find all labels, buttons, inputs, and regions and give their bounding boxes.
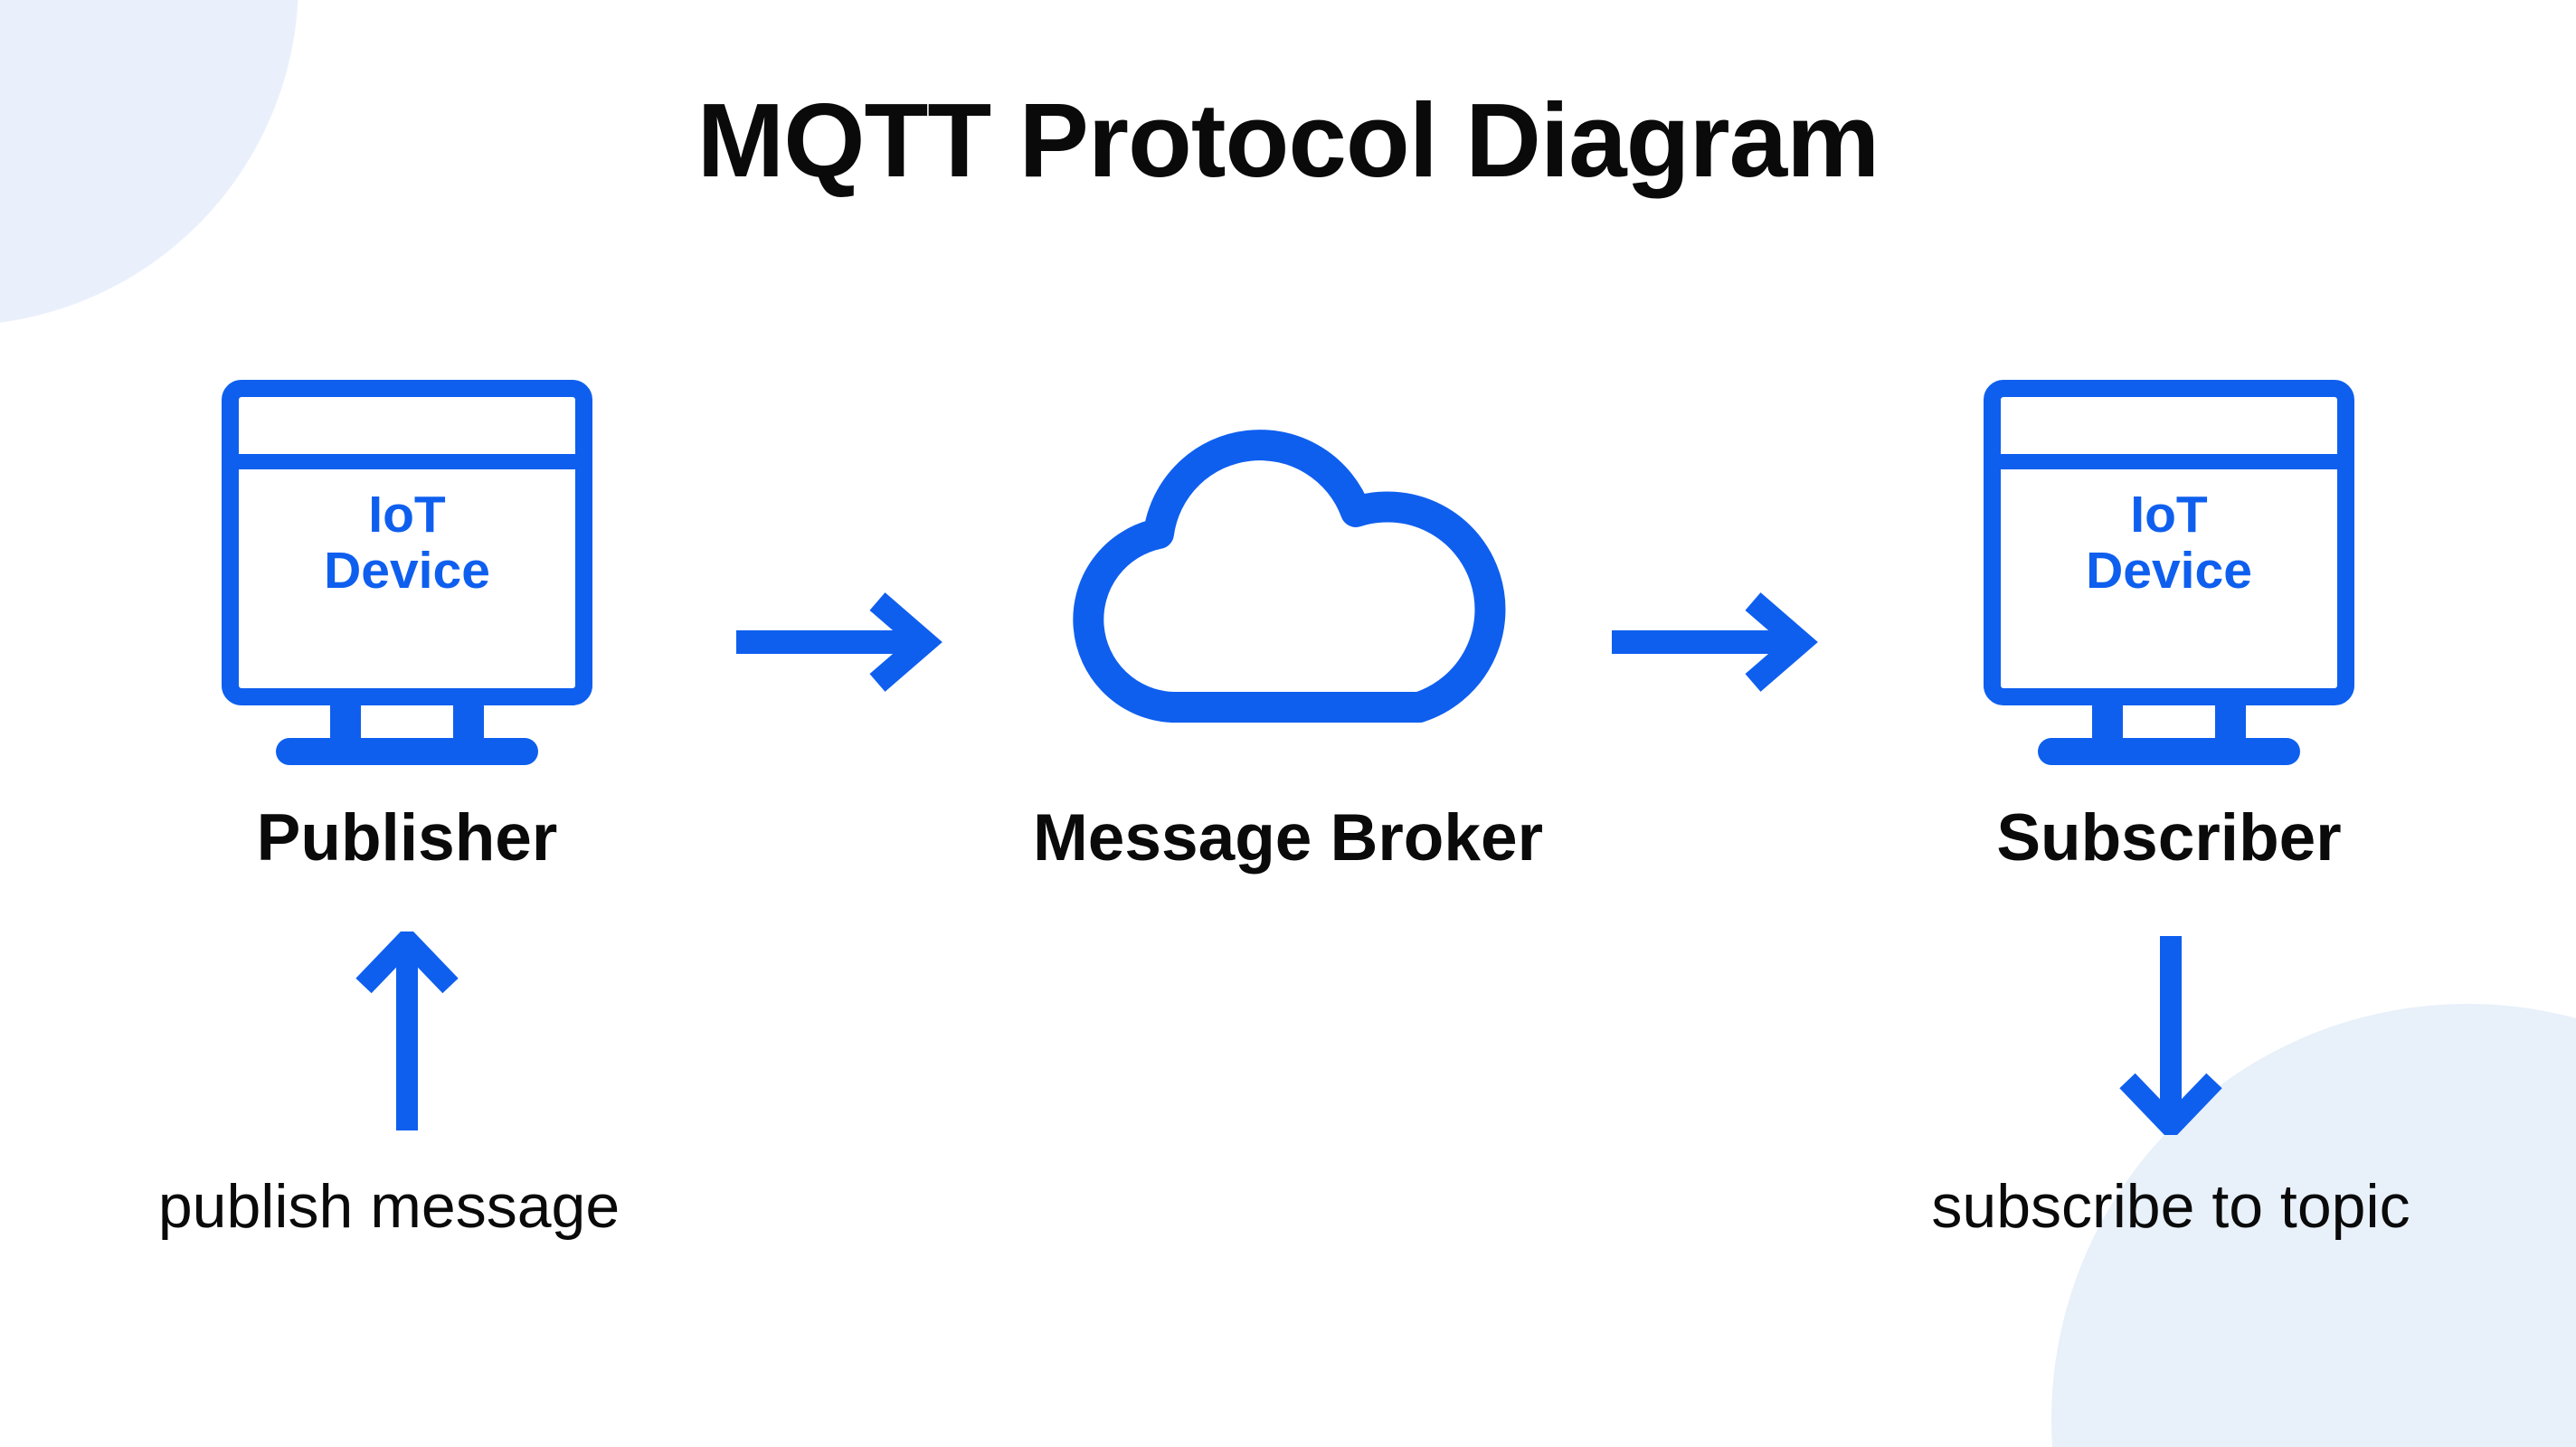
monitor-screen-line2: Device (324, 541, 490, 600)
monitor-screen-text: IoT Device (239, 487, 575, 599)
monitor-screen-line1: IoT (2130, 486, 2208, 544)
node-subscriber: IoT Device Subscriber (1889, 380, 2449, 886)
monitor-titlebar-divider (2001, 454, 2337, 469)
subscriber-visual: IoT Device (1889, 380, 2449, 778)
broker-visual (1008, 380, 1568, 778)
node-publisher: IoT Device Publisher (127, 380, 687, 886)
publisher-visual: IoT Device (127, 380, 687, 778)
monitor-screen-line1: IoT (368, 486, 446, 544)
monitor-neck-right (2215, 705, 2246, 742)
monitor-icon: IoT Device (222, 380, 592, 778)
arrow-up-icon (344, 932, 470, 1135)
caption-publish-message: publish message (157, 1172, 620, 1241)
monitor-icon: IoT Device (1984, 380, 2354, 778)
arrow-down-icon (2107, 932, 2234, 1135)
caption-subscribe-to-topic: subscribe to topic (1931, 1172, 2410, 1241)
page-title: MQTT Protocol Diagram (696, 81, 1880, 199)
arrow-right-icon (733, 592, 959, 692)
node-label-publisher: Publisher (256, 801, 558, 875)
monitor-titlebar-divider (239, 454, 575, 469)
node-label-subscriber: Subscriber (1996, 801, 2342, 875)
monitor-neck-left (330, 705, 361, 742)
monitor-screen-line2: Device (2086, 541, 2252, 600)
arrow-right-icon (1608, 592, 1834, 692)
monitor-base (2038, 738, 2300, 765)
monitor-neck-left (2092, 705, 2123, 742)
monitor-screen-text: IoT Device (2001, 487, 2337, 599)
node-broker: Message Broker (1008, 380, 1568, 886)
node-label-broker: Message Broker (1032, 801, 1543, 875)
monitor-frame: IoT Device (222, 380, 592, 705)
monitor-neck-right (453, 705, 484, 742)
monitor-base (276, 738, 538, 765)
cloud-icon (1057, 425, 1519, 724)
monitor-frame: IoT Device (1984, 380, 2354, 705)
